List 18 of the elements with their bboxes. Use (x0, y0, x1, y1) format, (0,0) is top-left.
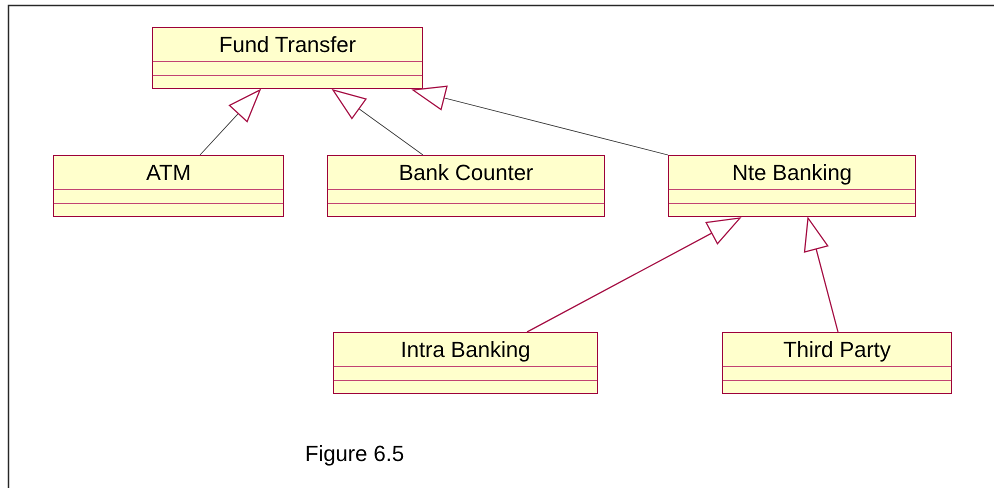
class-name: Third Party (783, 337, 891, 362)
class-box (327, 155, 605, 217)
class-box (53, 155, 284, 217)
class-name: Intra Banking (400, 337, 530, 362)
generalization-arrow (200, 89, 261, 156)
generalization-arrow (332, 89, 424, 156)
class-name: Bank Counter (398, 160, 534, 185)
generalization-arrow (526, 217, 741, 333)
generalization-arrow (804, 217, 839, 332)
class-name: Nte Banking (732, 160, 852, 185)
class-name: Fund Transfer (219, 32, 356, 57)
class-box (668, 155, 916, 217)
generalization-arrow (412, 86, 668, 156)
class-name: ATM (146, 160, 191, 185)
class-box (722, 332, 952, 394)
figure-caption: Figure 6.5 (305, 441, 404, 467)
class-box (333, 332, 598, 394)
class-box (152, 27, 423, 89)
